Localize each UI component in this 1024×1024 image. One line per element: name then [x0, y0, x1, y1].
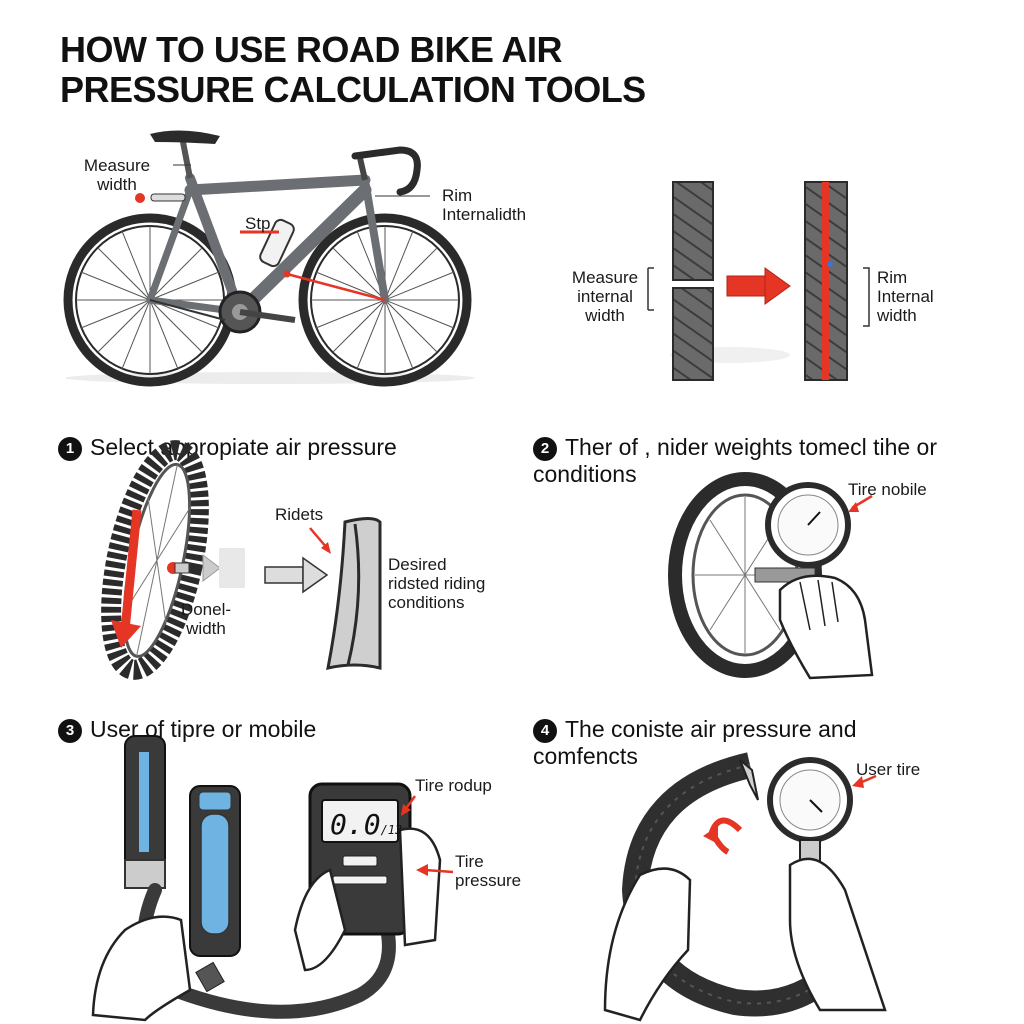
rim-cross-section-diagram: [647, 181, 870, 381]
desired-conditions-label: Desired ridsted riding conditions: [388, 555, 486, 612]
stp-label: Stp: [245, 214, 271, 233]
donel-width-label: Donel- width: [180, 600, 232, 638]
step-4-illustration: [603, 752, 887, 1022]
display-reading-unit: /13: [380, 823, 403, 837]
step-3-text: User of tipre or mobile: [90, 716, 317, 742]
page-title: HOW TO USE ROAD BIKE AIR PRESSURE CALCUL…: [60, 29, 646, 110]
step-2-number: 2: [533, 437, 557, 461]
user-tire-label: User tire: [856, 760, 921, 779]
step-4-text: The coniste air pressure and comfencts: [533, 716, 857, 769]
step-3-number: 3: [58, 719, 82, 743]
rim-internal-width-panel-label: Rim Internal width: [877, 268, 934, 325]
ridets-label: Ridets: [275, 505, 324, 524]
step-2-text: Ther of , nider weights tomecl tihe or c…: [533, 434, 937, 487]
step-4-number: 4: [533, 719, 557, 743]
step-2-illustration: [668, 472, 874, 680]
step-3-heading: 3 User of tipre or mobile: [58, 690, 316, 743]
tire-pressure-label: Tire pressure: [455, 852, 522, 890]
measure-internal-width-label: Measure internal width: [571, 268, 639, 325]
tire-rodup-label: Tire rodup: [415, 776, 492, 795]
bike-frame: [146, 173, 389, 319]
pressure-display-reading: 0.0/13: [330, 808, 402, 841]
tire-nobile-label: Tire nobile: [848, 480, 927, 499]
step-1-text: Select appropiate air pressure: [90, 434, 397, 460]
road-bike-illustration: [63, 130, 475, 387]
rim-internal-width-label: Rim Internalidth: [442, 186, 527, 224]
display-reading-value: 0.0: [330, 808, 381, 841]
step-1-number: 1: [58, 437, 82, 461]
step-3-illustration: [91, 735, 454, 1022]
step-1-illustration: [101, 440, 382, 680]
step-1-heading: 1 Select appropiate air pressure: [58, 408, 397, 461]
measure-width-label: Measure width: [83, 156, 151, 194]
